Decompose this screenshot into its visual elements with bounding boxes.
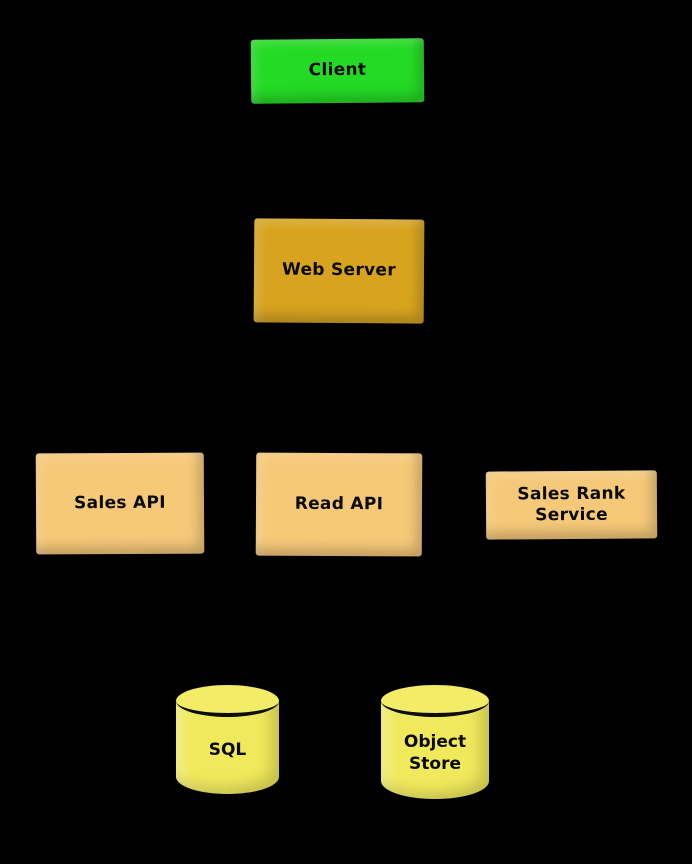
web-server-label: Web Server — [281, 259, 397, 281]
read-api-node: Read API — [255, 452, 423, 557]
object-store-database-node: Object Store — [381, 685, 489, 799]
sales-api-node: Sales API — [35, 452, 205, 555]
read-api-label: Read API — [294, 493, 384, 515]
client-node: Client — [250, 38, 425, 104]
client-label: Client — [308, 60, 367, 81]
web-server-node: Web Server — [253, 218, 425, 324]
sql-database-label: SQL — [208, 740, 247, 761]
sales-rank-service-label: Sales Rank Service — [517, 483, 626, 526]
sql-database-node: SQL — [176, 685, 279, 794]
object-store-database-label: Object Store — [403, 732, 467, 774]
sales-rank-service-node: Sales Rank Service — [485, 470, 658, 540]
sales-api-label: Sales API — [74, 492, 166, 514]
